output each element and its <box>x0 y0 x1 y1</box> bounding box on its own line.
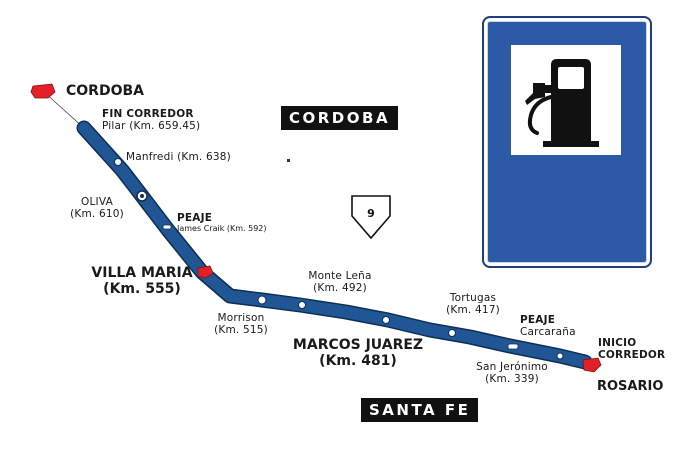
peaje-carcarana-sub: Carcaraña <box>520 326 576 339</box>
peaje-james-sub: James Craik (Km. 592) <box>177 224 267 234</box>
label-san-jeronimo: San Jerónimo (Km. 339) <box>464 361 560 385</box>
inicio-corredor-line2: CORREDOR <box>598 349 666 362</box>
waypoint-peaje-james-dot <box>162 224 172 230</box>
cordoba-connector-line <box>43 91 85 129</box>
city-label-cordoba: CORDOBA <box>66 83 144 99</box>
fuel-pump-icon <box>525 59 599 147</box>
map-speck <box>287 159 290 162</box>
morrison-km: (Km. 515) <box>214 324 268 337</box>
villa-maria-name: VILLA MARIA <box>91 265 193 281</box>
waypoint-marcos-juarez-dot <box>382 316 390 324</box>
monte-lena-km: (Km. 492) <box>313 282 367 295</box>
marcos-juarez-name: MARCOS JUAREZ <box>292 337 424 353</box>
label-inicio-corredor: INICIO CORREDOR <box>598 337 665 361</box>
villa-maria-km: (Km. 555) <box>103 281 181 298</box>
peaje-james-title: PEAJE <box>177 212 213 224</box>
monte-lena-name: Monte Leña <box>308 270 372 282</box>
waypoint-san-jeronimo-dot <box>556 352 564 360</box>
label-oliva: OLIVA (Km. 610) <box>64 196 130 220</box>
waypoint-oliva-dot-inner <box>140 194 144 198</box>
label-monte-lena: Monte Leña (Km. 492) <box>295 270 385 294</box>
city-marker-rosario <box>582 357 602 373</box>
city-marker-cordoba <box>30 83 56 99</box>
fuel-station-sign <box>482 16 652 268</box>
label-peaje-carcarana: PEAJE Carcaraña <box>520 314 576 338</box>
oliva-km: (Km. 610) <box>70 208 124 221</box>
route-shield <box>351 195 391 240</box>
waypoint-tortugas-dot <box>448 329 456 337</box>
waypoint-morrison-dot <box>257 295 267 305</box>
province-label-santa-fe: SANTA FE <box>361 398 479 422</box>
fin-corredor-sub: Pilar (Km. 659.45) <box>102 120 201 133</box>
label-manfredi: Manfredi (Km. 638) <box>126 151 231 163</box>
fin-corredor-title: FIN CORREDOR <box>102 108 194 120</box>
city-label-villa-maria: VILLA MARIA (Km. 555) <box>84 265 200 297</box>
waypoint-peaje-carcarana-dot <box>507 343 519 350</box>
label-tortugas: Tortugas (Km. 417) <box>434 292 512 316</box>
tortugas-km: (Km. 417) <box>446 304 500 317</box>
inicio-corredor-line1: INICIO <box>598 337 637 349</box>
city-label-marcos-juarez: MARCOS JUAREZ (Km. 481) <box>284 337 432 369</box>
tortugas-name: Tortugas <box>449 292 497 304</box>
peaje-carcarana-title: PEAJE <box>520 314 556 326</box>
city-marker-villa-maria <box>197 265 214 279</box>
sign-white-panel <box>511 45 621 155</box>
oliva-name: OLIVA <box>81 196 113 208</box>
province-label-cordoba: CORDOBA <box>281 106 399 130</box>
waypoint-manfredi-dot <box>114 158 122 166</box>
morrison-name: Morrison <box>217 312 265 324</box>
waypoint-monte-lena-dot <box>298 301 306 309</box>
route-shield-number: 9 <box>367 207 375 220</box>
san-jeronimo-km: (Km. 339) <box>485 373 539 386</box>
label-fin-corredor: FIN CORREDOR Pilar (Km. 659.45) <box>102 108 200 132</box>
label-morrison: Morrison (Km. 515) <box>206 312 276 336</box>
label-peaje-james: PEAJE James Craik (Km. 592) <box>177 212 267 233</box>
marcos-juarez-km: (Km. 481) <box>319 353 397 370</box>
san-jeronimo-name: San Jerónimo <box>476 361 548 373</box>
city-label-rosario: ROSARIO <box>597 379 664 394</box>
